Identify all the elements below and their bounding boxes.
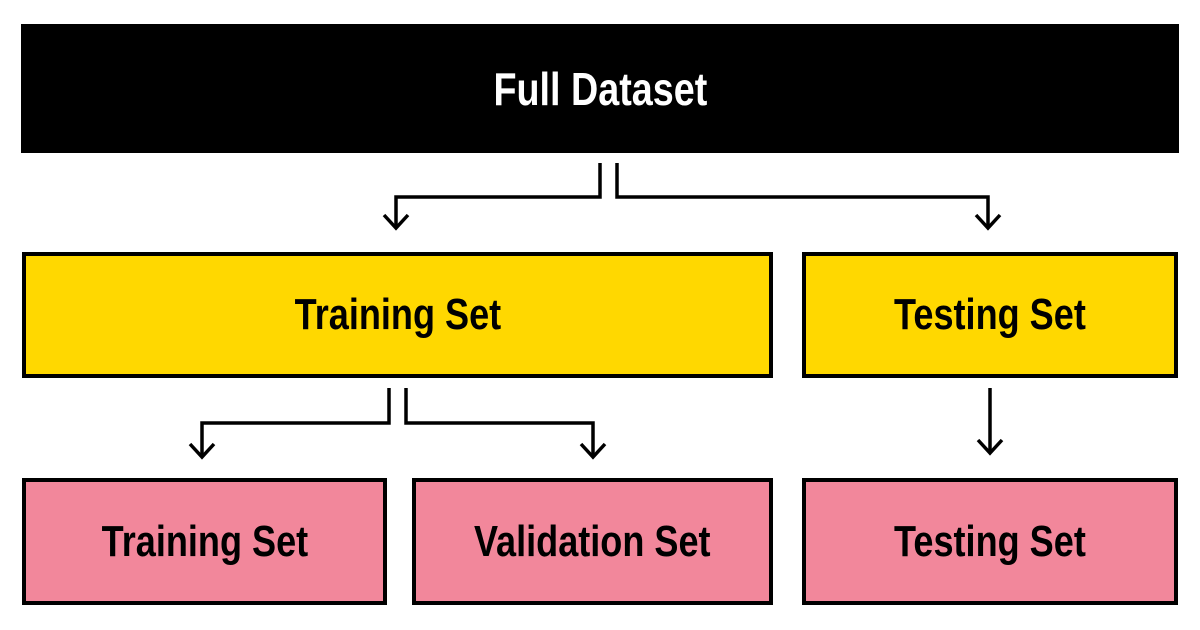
arrowhead-down-icon: [188, 442, 216, 460]
connector-line: [394, 163, 602, 226]
node-training-set-label: Training Set: [294, 290, 501, 339]
connector-testing-to-testing: [976, 388, 1004, 456]
node-testing-set: Testing Set: [802, 252, 1178, 378]
connector-training-to-validation: [404, 388, 607, 460]
connector-line: [615, 163, 990, 226]
connector-full-to-testing: [615, 163, 1002, 231]
arrowhead-down-icon: [579, 442, 607, 460]
node-training-set: Training Set: [22, 252, 773, 378]
arrowhead-down-icon: [382, 213, 410, 231]
connector-training-to-training: [188, 388, 391, 460]
connector-line: [200, 388, 391, 455]
node-testing-set-label: Testing Set: [894, 290, 1086, 339]
node-full-dataset: Full Dataset: [21, 24, 1179, 153]
node-final-training-set: Training Set: [22, 478, 387, 605]
node-validation-set: Validation Set: [412, 478, 773, 605]
node-final-testing-set-label: Testing Set: [894, 516, 1086, 566]
arrowhead-down-icon: [974, 213, 1002, 231]
connector-full-to-training: [382, 163, 602, 231]
node-final-testing-set: Testing Set: [802, 478, 1178, 605]
arrowhead-down-icon: [976, 438, 1004, 456]
node-final-training-set-label: Training Set: [101, 516, 308, 566]
node-validation-set-label: Validation Set: [474, 516, 711, 566]
node-full-dataset-label: Full Dataset: [493, 62, 707, 115]
connector-line: [404, 388, 595, 455]
